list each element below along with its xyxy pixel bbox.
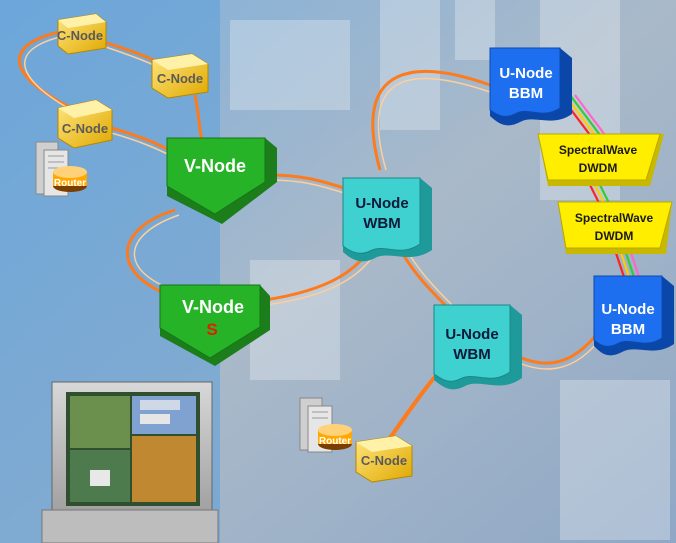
router-1-group[interactable]: Router — [35, 141, 87, 197]
v-node-2-label: V-Node — [182, 297, 244, 317]
u-node-wbm-2-sublabel: WBM — [453, 346, 491, 363]
router-2-label: Router — [319, 436, 351, 447]
monitor-icon — [41, 381, 219, 543]
c-node-3[interactable]: C-Node — [57, 99, 113, 149]
c-node-2[interactable]: C-Node — [151, 53, 209, 99]
dwdm-2-label: SpectralWave — [575, 211, 654, 225]
u-node-wbm-1[interactable]: U-Node WBM — [342, 177, 432, 262]
u-node-wbm-1-sublabel: WBM — [363, 215, 401, 232]
router-2-group[interactable]: Router — [299, 397, 352, 453]
dwdm-1-label: SpectralWave — [559, 143, 638, 157]
c-node-4[interactable]: C-Node — [355, 435, 413, 483]
v-node-2[interactable]: V-Node S — [159, 284, 270, 366]
v-node-1-label: V-Node — [184, 156, 246, 176]
u-node-bbm-2[interactable]: U-Node BBM — [593, 275, 674, 356]
c-node-1[interactable]: C-Node — [57, 13, 107, 55]
dwdm-1[interactable]: SpectralWave DWDM — [537, 133, 664, 186]
u-node-bbm-2-label: U-Node — [601, 301, 654, 318]
u-node-bbm-1[interactable]: U-Node BBM — [489, 47, 572, 126]
u-node-bbm-2-sublabel: BBM — [611, 321, 645, 338]
v-node-1[interactable]: V-Node — [166, 137, 277, 224]
dwdm-2-sublabel: DWDM — [595, 229, 634, 243]
dwdm-2[interactable]: SpectralWave DWDM — [557, 201, 673, 254]
c-node-3-label: C-Node — [62, 121, 108, 136]
c-node-2-label: C-Node — [157, 71, 203, 86]
u-node-wbm-2-label: U-Node — [445, 326, 498, 343]
u-node-wbm-1-label: U-Node — [355, 195, 408, 212]
u-node-bbm-1-sublabel: BBM — [509, 85, 543, 102]
u-node-wbm-2[interactable]: U-Node WBM — [433, 304, 522, 390]
u-node-bbm-1-label: U-Node — [499, 65, 552, 82]
c-node-1-label: C-Node — [57, 28, 103, 43]
c-node-4-label: C-Node — [361, 453, 407, 468]
v-node-2-sublabel: S — [206, 320, 217, 339]
dwdm-1-sublabel: DWDM — [579, 161, 618, 175]
router-1-label: Router — [54, 178, 86, 189]
